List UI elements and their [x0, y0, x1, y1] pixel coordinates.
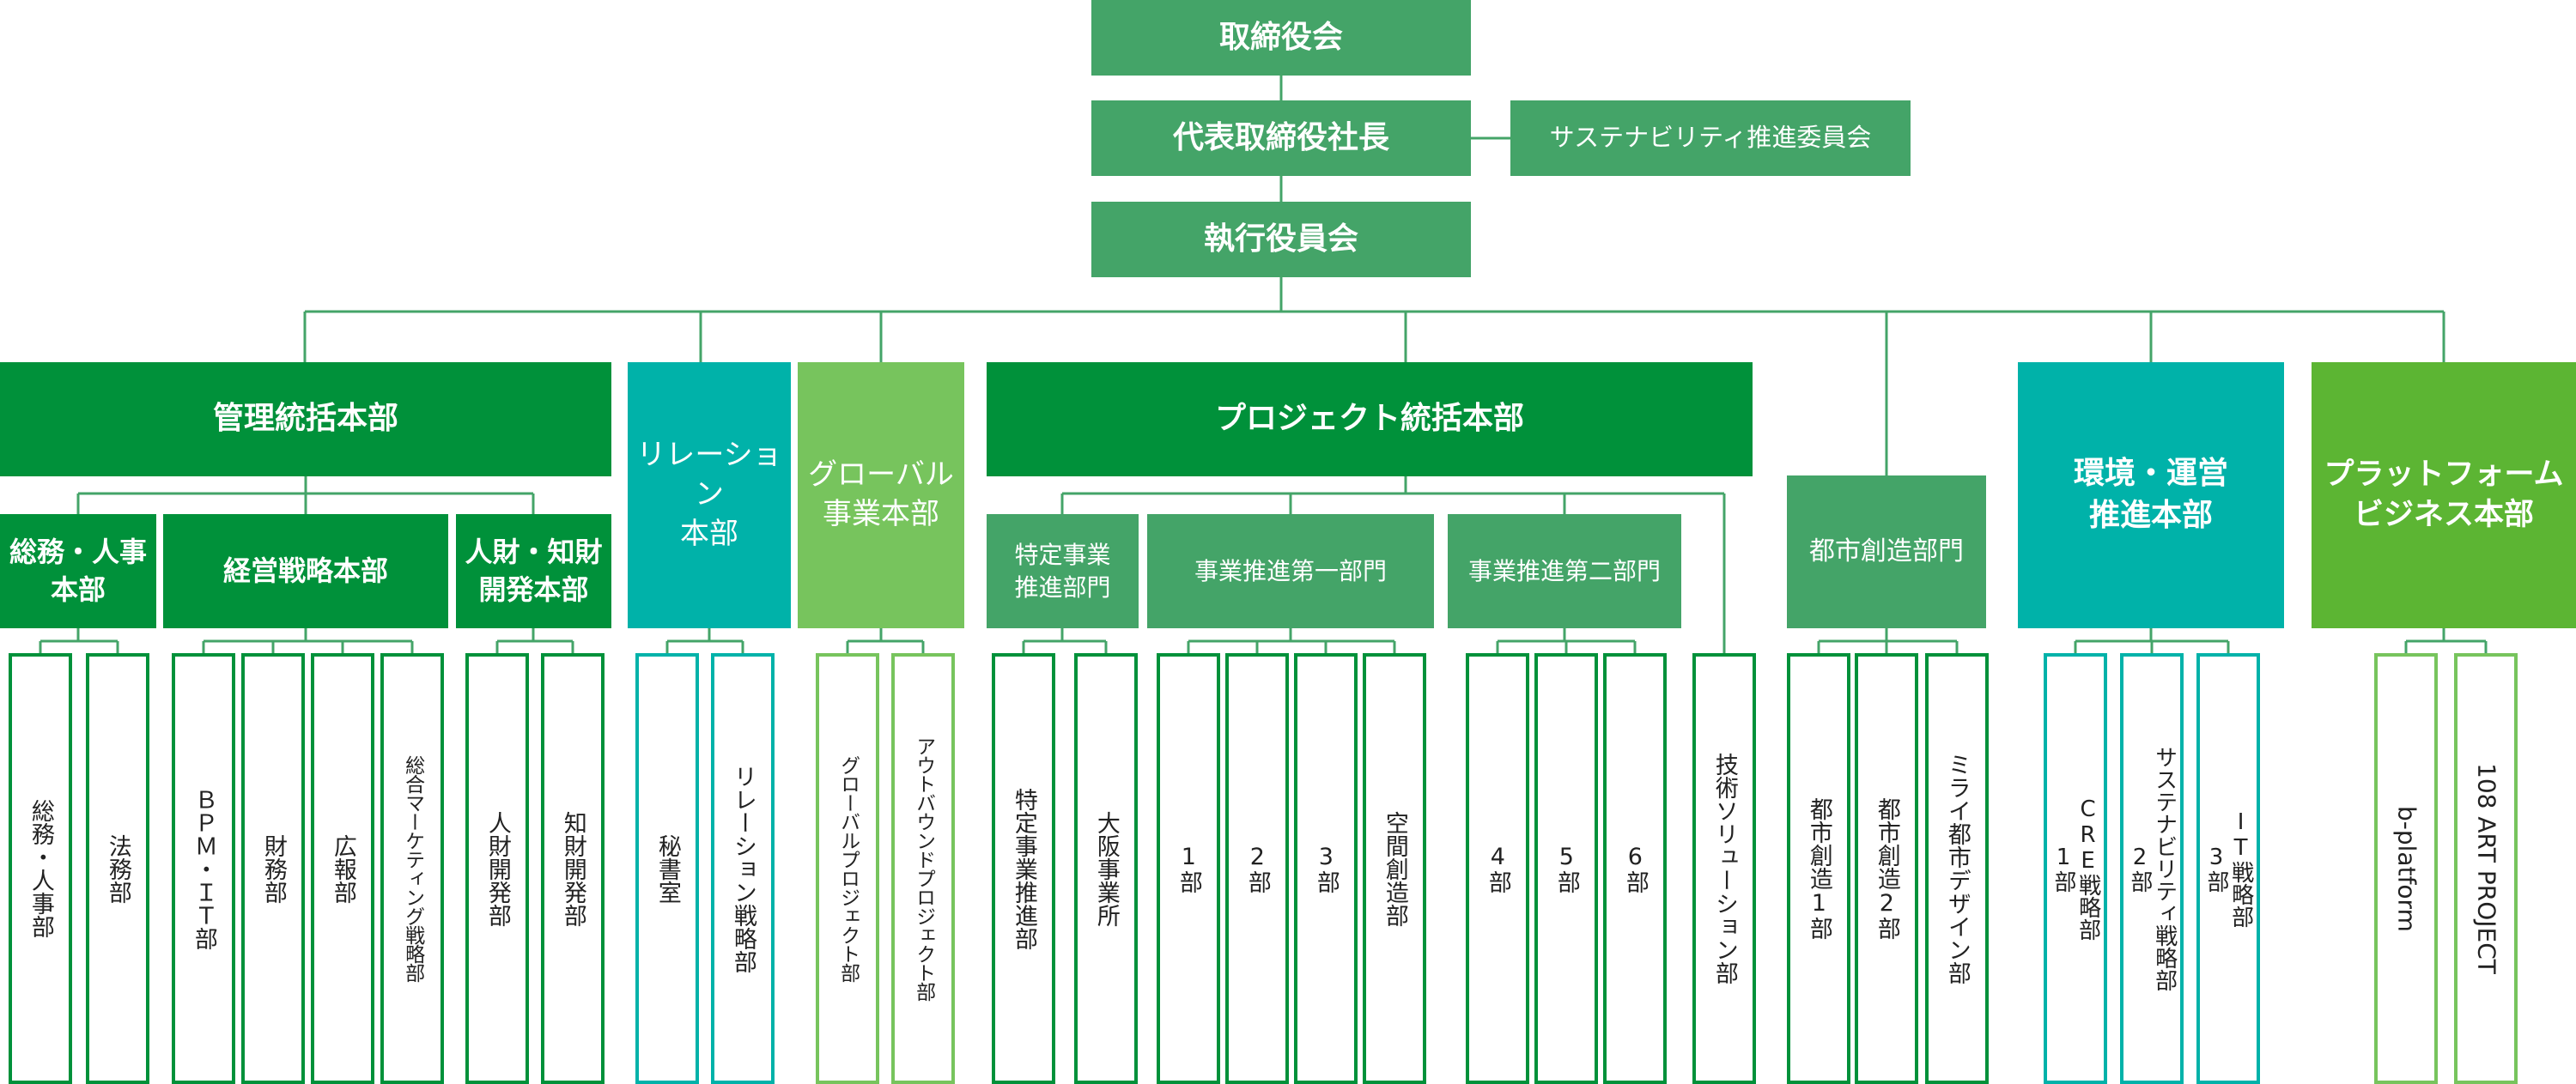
board-of-directors-box: 取締役会 — [1091, 0, 1471, 76]
dept-env-2: 2部 サステナビリティ戦略部 — [2120, 653, 2184, 1084]
dept-2: 2部 — [1225, 653, 1289, 1084]
dept-label: 秘書室 — [653, 833, 681, 904]
project-hq-box: プロジェクト統括本部 — [987, 362, 1753, 476]
corporate-strategy-hq-box: 経営戦略本部 — [163, 514, 448, 628]
dept-label: 3部 — [1312, 844, 1340, 893]
urban-creation-division-box: 都市創造部門 — [1787, 475, 1986, 628]
environment-hq-box: 環境・運営 推進本部 — [2018, 362, 2284, 628]
dept-env-1: 1部 CRE戦略部 — [2044, 653, 2107, 1084]
dept-label: 法務部 — [104, 833, 131, 904]
dept-label: 1部 — [1175, 844, 1202, 893]
dept-label: 都市創造1部 — [1805, 797, 1832, 940]
dept-tech-solution: 技術ソリューション部 — [1692, 653, 1756, 1084]
platform-hq-box: プラットフォーム ビジネス本部 — [2312, 362, 2576, 628]
dept-legal: 法務部 — [86, 653, 149, 1084]
dept-label: ＢＰＭ・ＩＴ部 — [190, 787, 217, 950]
dept-finance: 財務部 — [241, 653, 305, 1084]
general-affairs-hr-hq-box: 総務・人事 本部 — [0, 514, 156, 628]
dept-special-promotion: 特定事業推進部 — [992, 653, 1055, 1084]
dept-outbound-project: アウトバウンドプロジェクト部 — [891, 653, 955, 1084]
dept-6: 6部 — [1603, 653, 1667, 1084]
dept-label: 人財開発部 — [483, 810, 511, 927]
dept-number-label: 1部 — [2050, 845, 2076, 893]
dept-5: 5部 — [1534, 653, 1598, 1084]
dept-bpm-it: ＢＰＭ・ＩＴ部 — [172, 653, 235, 1084]
dept-label: CRE戦略部 — [2075, 796, 2101, 941]
dept-label: 108 ART PROJECT — [2472, 763, 2501, 974]
dept-env-3: 3部 IT戦略部 — [2196, 653, 2260, 1084]
dept-label: 総合マーケティング戦略部 — [401, 755, 424, 982]
dept-ip: 知財開発部 — [541, 653, 605, 1084]
relations-hq-box: リレーション 本部 — [628, 362, 791, 628]
dept-label: 空間創造部 — [1381, 810, 1408, 927]
dept-108-art-project: 108 ART PROJECT — [2454, 653, 2518, 1084]
dept-label: 6部 — [1621, 844, 1649, 893]
dept-marketing: 総合マーケティング戦略部 — [380, 653, 444, 1084]
global-hq-box: グローバル 事業本部 — [798, 362, 964, 628]
dept-label: 都市創造2部 — [1873, 797, 1900, 940]
talent-ip-hq-box: 人財・知財 開発本部 — [456, 514, 611, 628]
dept-label: リレーション戦略部 — [729, 764, 756, 973]
dept-osaka-office: 大阪事業所 — [1074, 653, 1138, 1084]
dept-secretariat: 秘書室 — [635, 653, 699, 1084]
dept-label: 大阪事業所 — [1092, 810, 1120, 927]
dept-relation-strategy: リレーション戦略部 — [711, 653, 775, 1084]
dept-label: アウトバウンドプロジェクト部 — [912, 736, 935, 1001]
dept-label: グローバルプロジェクト部 — [836, 755, 860, 982]
dept-label: b-platform — [2392, 805, 2421, 932]
management-hq-box: 管理統括本部 — [0, 362, 611, 476]
dept-label: ミライ都市デザイン部 — [1943, 753, 1971, 984]
dept-label: 技術ソリューション部 — [1710, 753, 1738, 984]
dept-label: 5部 — [1552, 844, 1580, 893]
dept-number-label: 3部 — [2203, 845, 2229, 893]
dept-general-affairs-hr: 総務・人事部 — [9, 653, 72, 1084]
dept-label: 財務部 — [259, 833, 287, 904]
dept-label: 4部 — [1484, 844, 1511, 893]
dept-label: 総務・人事部 — [27, 799, 54, 938]
dept-global-project: グローバルプロジェクト部 — [816, 653, 879, 1084]
dept-spatial-creation: 空間創造部 — [1363, 653, 1426, 1084]
dept-pr: 広報部 — [311, 653, 374, 1084]
dept-3: 3部 — [1294, 653, 1358, 1084]
dept-label: サステナビリティ戦略部 — [2151, 746, 2178, 991]
special-projects-division-box: 特定事業 推進部門 — [987, 514, 1139, 628]
dept-label: 2部 — [1243, 844, 1271, 893]
dept-mirai-urban-design: ミライ都市デザイン部 — [1925, 653, 1989, 1084]
dept-label: 特定事業推進部 — [1010, 787, 1037, 950]
dept-4: 4部 — [1466, 653, 1529, 1084]
dept-label: IT戦略部 — [2227, 809, 2254, 928]
dept-number-label: 2部 — [2127, 845, 2153, 893]
dept-label: 広報部 — [329, 833, 356, 904]
dept-b-platform: b-platform — [2374, 653, 2438, 1084]
dept-1: 1部 — [1157, 653, 1220, 1084]
dept-urban-creation-1: 都市創造1部 — [1787, 653, 1850, 1084]
president-box: 代表取締役社長 — [1091, 100, 1471, 176]
business-promotion-1-division-box: 事業推進第一部門 — [1147, 514, 1434, 628]
dept-label: 知財開発部 — [559, 810, 586, 927]
executive-committee-box: 執行役員会 — [1091, 202, 1471, 277]
dept-urban-creation-2: 都市創造2部 — [1855, 653, 1918, 1084]
business-promotion-2-division-box: 事業推進第二部門 — [1448, 514, 1681, 628]
sustainability-committee-box: サステナビリティ推進委員会 — [1510, 100, 1911, 176]
dept-talent: 人財開発部 — [465, 653, 529, 1084]
